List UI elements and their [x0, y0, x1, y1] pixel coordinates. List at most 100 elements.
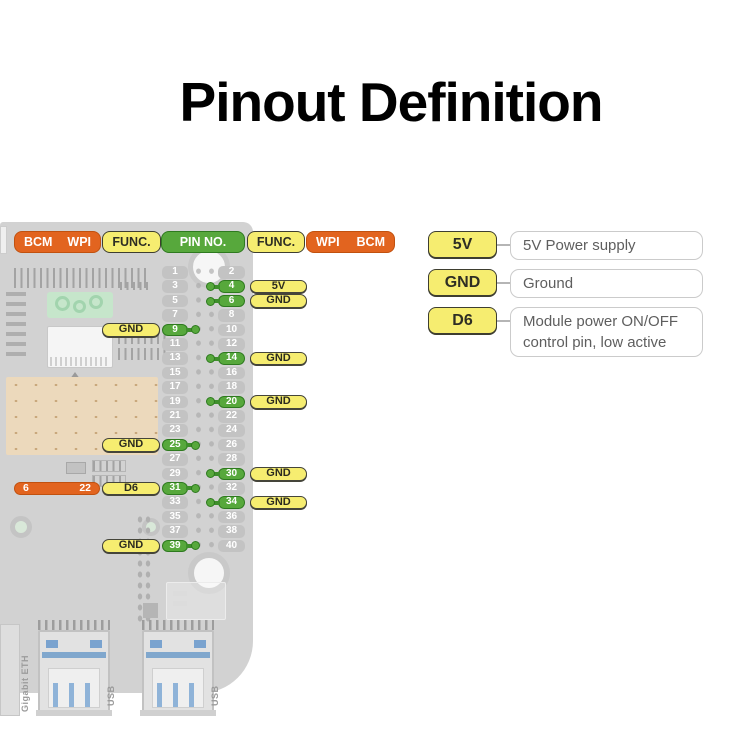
pin-3: 3	[162, 280, 188, 293]
page-title: Pinout Definition	[179, 71, 604, 133]
pin-row: 27 28	[0, 453, 420, 466]
raspberry-logo-block	[47, 292, 113, 318]
pin-5: 5	[162, 294, 188, 308]
pin-8: 8	[218, 309, 245, 322]
func-label-gnd: GND	[250, 351, 307, 366]
pin-27: 27	[162, 453, 188, 466]
usb-pins	[142, 620, 214, 630]
header-wpi-bcm-right: WPI BCM	[306, 231, 395, 253]
pin-38: 38	[218, 525, 245, 538]
pin-17: 17	[162, 381, 188, 394]
pin-29: 29	[162, 467, 188, 481]
pin-16: 16	[218, 366, 245, 380]
pin-20: 20	[206, 395, 245, 409]
header-bcm-wpi-left: BCM WPI	[14, 231, 101, 253]
pin-header-strip	[14, 268, 150, 288]
pin-28: 28	[218, 453, 245, 466]
legend-connector	[497, 320, 510, 322]
usb-clip	[46, 640, 58, 648]
silkscreen-triangle	[70, 372, 80, 379]
legend-pin-gnd: GND	[428, 269, 497, 296]
pin-13: 13	[162, 352, 188, 365]
pin-19: 19	[162, 395, 188, 409]
pin-24: 24	[218, 424, 245, 437]
ethernet-port	[0, 624, 20, 716]
raspberry-icon	[73, 300, 86, 313]
usb-clip	[90, 640, 102, 648]
pin-21: 21	[162, 410, 188, 423]
pin-14: 14	[206, 352, 245, 365]
pin-32: 32	[218, 482, 245, 495]
legend-description: 5V Power supply	[510, 231, 703, 260]
pin-row: 23 24	[0, 424, 420, 437]
usb-cavity	[48, 668, 100, 708]
header-func-right: FUNC.	[247, 231, 305, 253]
ic-chip	[143, 603, 158, 618]
func-label-gnd: GND	[250, 294, 307, 308]
func-label-5v: 5V	[250, 279, 307, 294]
pad-grid	[92, 460, 126, 472]
legend-item: GND Ground	[428, 269, 703, 298]
usb-base	[36, 710, 112, 716]
cm4-pad-area	[6, 377, 158, 455]
usb-label: USB	[210, 685, 220, 706]
ffc-teeth	[50, 357, 110, 366]
header-func-left: FUNC.	[102, 231, 161, 253]
pin-30: 30	[206, 467, 245, 481]
header-pin-no: PIN NO.	[161, 231, 245, 253]
header-wpi-label: WPI	[316, 235, 340, 249]
pin-11: 11	[162, 338, 188, 351]
legend-description: Ground	[510, 269, 703, 298]
pin-15: 15	[162, 366, 188, 380]
usb-blue-tongue	[146, 652, 210, 658]
raspberry-icon	[55, 296, 70, 311]
bcm-value: 6	[23, 482, 29, 495]
pin-4: 4	[206, 280, 245, 293]
func-label-gnd: GND	[102, 323, 160, 337]
pin-18: 18	[218, 381, 245, 394]
silkscreen-mark	[173, 591, 187, 596]
bcm-wpi-pill: 6 22	[14, 481, 100, 495]
usb-pins	[38, 620, 110, 630]
usb-clip	[194, 640, 206, 648]
usb3-port	[36, 630, 112, 716]
crystal-component	[66, 462, 86, 474]
pin-23: 23	[162, 424, 188, 437]
pin-9: 9	[162, 323, 200, 337]
usb-label: USB	[106, 685, 116, 706]
pin-2: 2	[218, 266, 245, 279]
pin-7: 7	[162, 309, 188, 322]
usb-cavity	[152, 668, 204, 708]
wpi-value: 22	[79, 482, 91, 495]
usb-clip	[150, 640, 162, 648]
header-wpi-label: WPI	[67, 235, 91, 249]
pin-33: 33	[162, 496, 188, 509]
pin-39: 39	[162, 539, 200, 553]
pin-12: 12	[218, 338, 245, 351]
header-bcm-label: BCM	[356, 235, 385, 249]
pin-34: 34	[206, 496, 245, 509]
legend-connector	[497, 282, 510, 284]
legend-pin-d6: D6	[428, 307, 497, 334]
gigabit-eth-label: Gigabit ETH	[20, 655, 30, 712]
pin-row: 19 20 GND	[0, 395, 420, 409]
pin-40: 40	[218, 539, 245, 553]
pin-1: 1	[162, 266, 188, 279]
func-label-gnd: GND	[102, 539, 160, 553]
pin-25: 25	[162, 438, 200, 452]
legend-connector	[497, 244, 510, 246]
resistor-array	[118, 348, 166, 360]
func-label-gnd: GND	[250, 395, 307, 409]
board-edge-component	[0, 226, 7, 254]
